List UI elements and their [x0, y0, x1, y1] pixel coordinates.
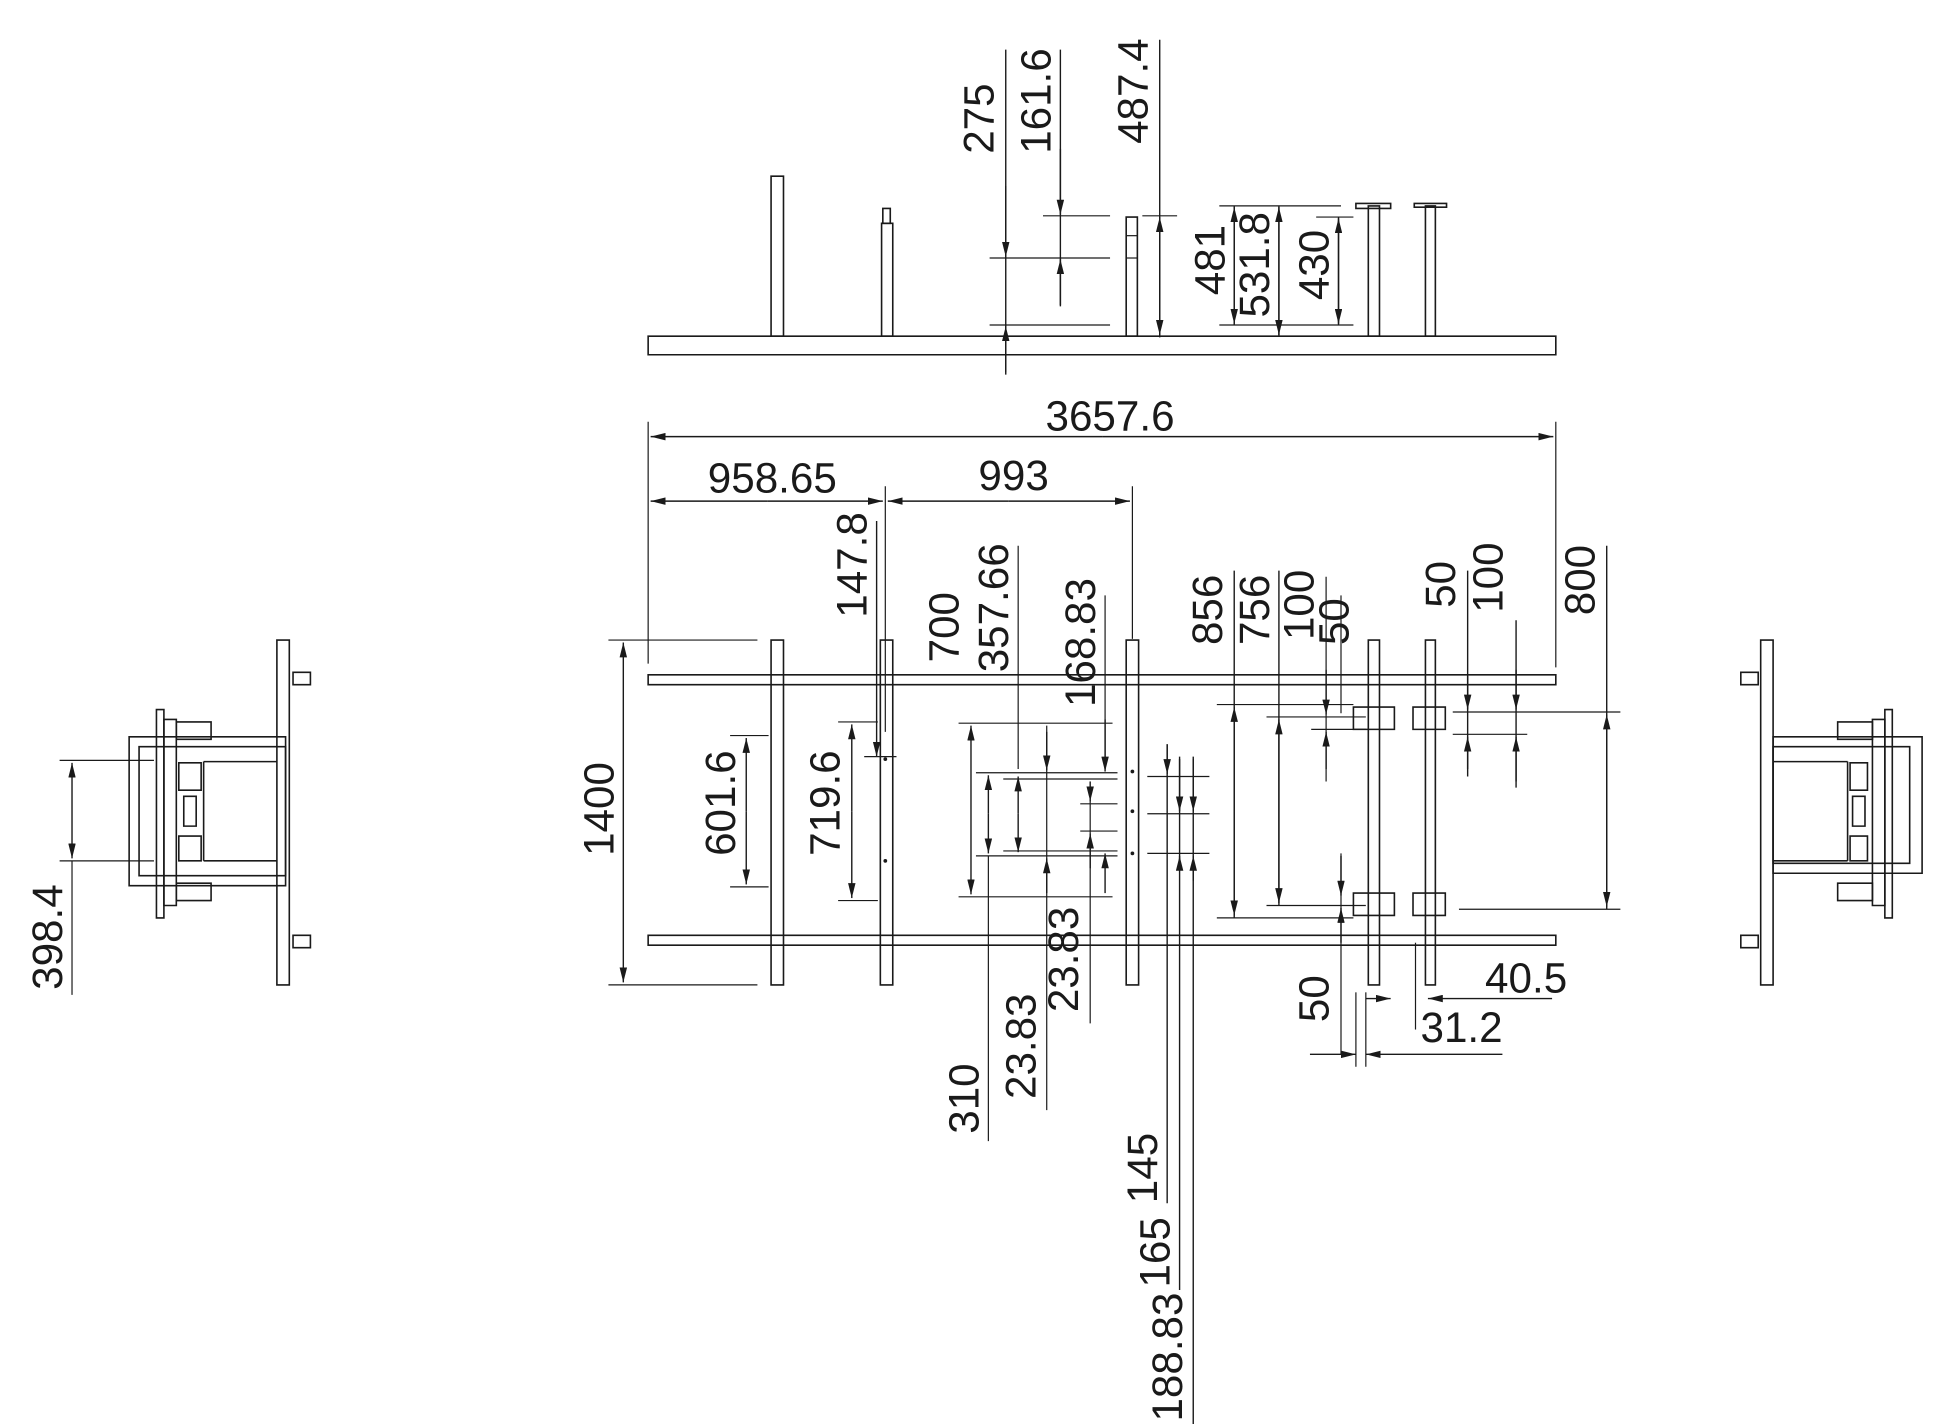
cross-member-2	[880, 640, 892, 985]
dimension-label-531-8: 531.8	[1231, 212, 1278, 318]
post-4	[1368, 206, 1379, 336]
cross-member-5	[1425, 640, 1435, 985]
dimension-label-481: 481	[1186, 225, 1233, 295]
cross-member-1	[771, 640, 783, 985]
bolt-hole	[1130, 851, 1135, 856]
post-5-flange	[1414, 203, 1446, 207]
frame-block	[1838, 883, 1873, 900]
frame-slot	[1850, 836, 1867, 861]
dimension-label-40-5: 40.5	[1485, 954, 1567, 1001]
dimension-label-50: 50	[1310, 598, 1357, 645]
dimension-label-50: 50	[1291, 975, 1338, 1022]
dimension-label-23-83: 23.83	[998, 993, 1045, 1099]
front-elevation-view	[648, 40, 1556, 375]
dimension-label-756: 756	[1231, 575, 1278, 645]
dimension-label-188-83: 188.83	[1144, 1293, 1191, 1422]
frame-post	[164, 719, 176, 905]
dimension-label-147-8: 147.8	[829, 512, 876, 618]
dimension-label-3657-6: 3657.6	[1045, 392, 1174, 439]
dimension-label-275: 275	[955, 83, 1002, 153]
bolt-hole	[1130, 809, 1135, 814]
side-lug	[1741, 672, 1758, 684]
bracket-plate	[1413, 707, 1445, 729]
dimension-label-487-4: 487.4	[1109, 38, 1156, 144]
rail-top	[648, 675, 1556, 685]
dimension-label-430: 430	[1291, 230, 1338, 300]
dimension-label-601-6: 601.6	[697, 750, 744, 856]
bolt-hole	[883, 858, 888, 863]
dimension-label-719-6: 719.6	[801, 750, 848, 856]
post-4-flange	[1356, 203, 1391, 208]
frame-post	[1872, 719, 1884, 905]
rail-bottom	[648, 935, 1556, 945]
dimension-label-165: 165	[1132, 1217, 1179, 1287]
frame-slot	[184, 796, 196, 826]
bracket-plate	[1353, 893, 1394, 915]
dimension-label-1400: 1400	[575, 762, 622, 856]
dimension-label-310: 310	[940, 1063, 987, 1133]
frame-slot	[1853, 796, 1865, 826]
side-lug	[293, 672, 310, 684]
side-lug	[293, 935, 310, 947]
cross-member-4	[1368, 640, 1379, 985]
frame-block	[176, 883, 211, 900]
post-2	[882, 223, 893, 336]
frame-block	[176, 722, 211, 739]
frame-outer	[129, 737, 285, 886]
frame-block	[1838, 722, 1873, 739]
plan-view	[608, 422, 1620, 1424]
base-beam	[648, 336, 1556, 355]
dimension-label-800: 800	[1556, 545, 1603, 615]
dimension-label-168-83: 168.83	[1057, 578, 1104, 707]
right-side-view	[1741, 640, 1922, 985]
side-lug	[1741, 935, 1758, 947]
dimension-label-50: 50	[1417, 561, 1464, 608]
dimension-label-23-83: 23.83	[1040, 907, 1087, 1013]
dimension-label-357-66: 357.66	[970, 543, 1017, 672]
dimension-label-31-2: 31.2	[1420, 1004, 1502, 1051]
dimension-label-993: 993	[978, 452, 1048, 499]
frame-post	[156, 710, 163, 918]
dimension-label-398-4: 398.4	[24, 884, 71, 990]
bolt-hole	[1130, 769, 1135, 774]
frame-slot	[179, 763, 201, 790]
dimension-label-100: 100	[1464, 542, 1511, 612]
dimension-label-958-65: 958.65	[708, 454, 837, 501]
frame-inner	[1773, 747, 1910, 864]
dimension-label-145: 145	[1119, 1133, 1166, 1203]
post-3	[1126, 217, 1137, 336]
cross-member-3	[1126, 640, 1138, 985]
bracket-plate	[1413, 893, 1445, 915]
dimension-label-856: 856	[1184, 575, 1231, 645]
dimension-label-100: 100	[1276, 570, 1323, 640]
post-1	[771, 176, 783, 336]
frame-inner	[139, 747, 286, 876]
bolt-hole	[883, 757, 888, 761]
bracket-plate	[1353, 707, 1394, 729]
frame-slot	[179, 836, 201, 861]
side-plate	[277, 640, 289, 985]
post-2-cap	[883, 208, 890, 223]
frame-slot	[1850, 763, 1867, 790]
side-plate	[1761, 640, 1773, 985]
dimension-label-161-6: 161.6	[1012, 48, 1059, 154]
post-5	[1425, 206, 1435, 336]
left-side-view	[60, 640, 311, 995]
dimension-labels: 275 161.6 487.4 481 531.8 430 3657.6 958…	[24, 38, 1603, 1421]
dimension-label-700: 700	[921, 592, 968, 662]
frame-post	[1885, 710, 1892, 918]
